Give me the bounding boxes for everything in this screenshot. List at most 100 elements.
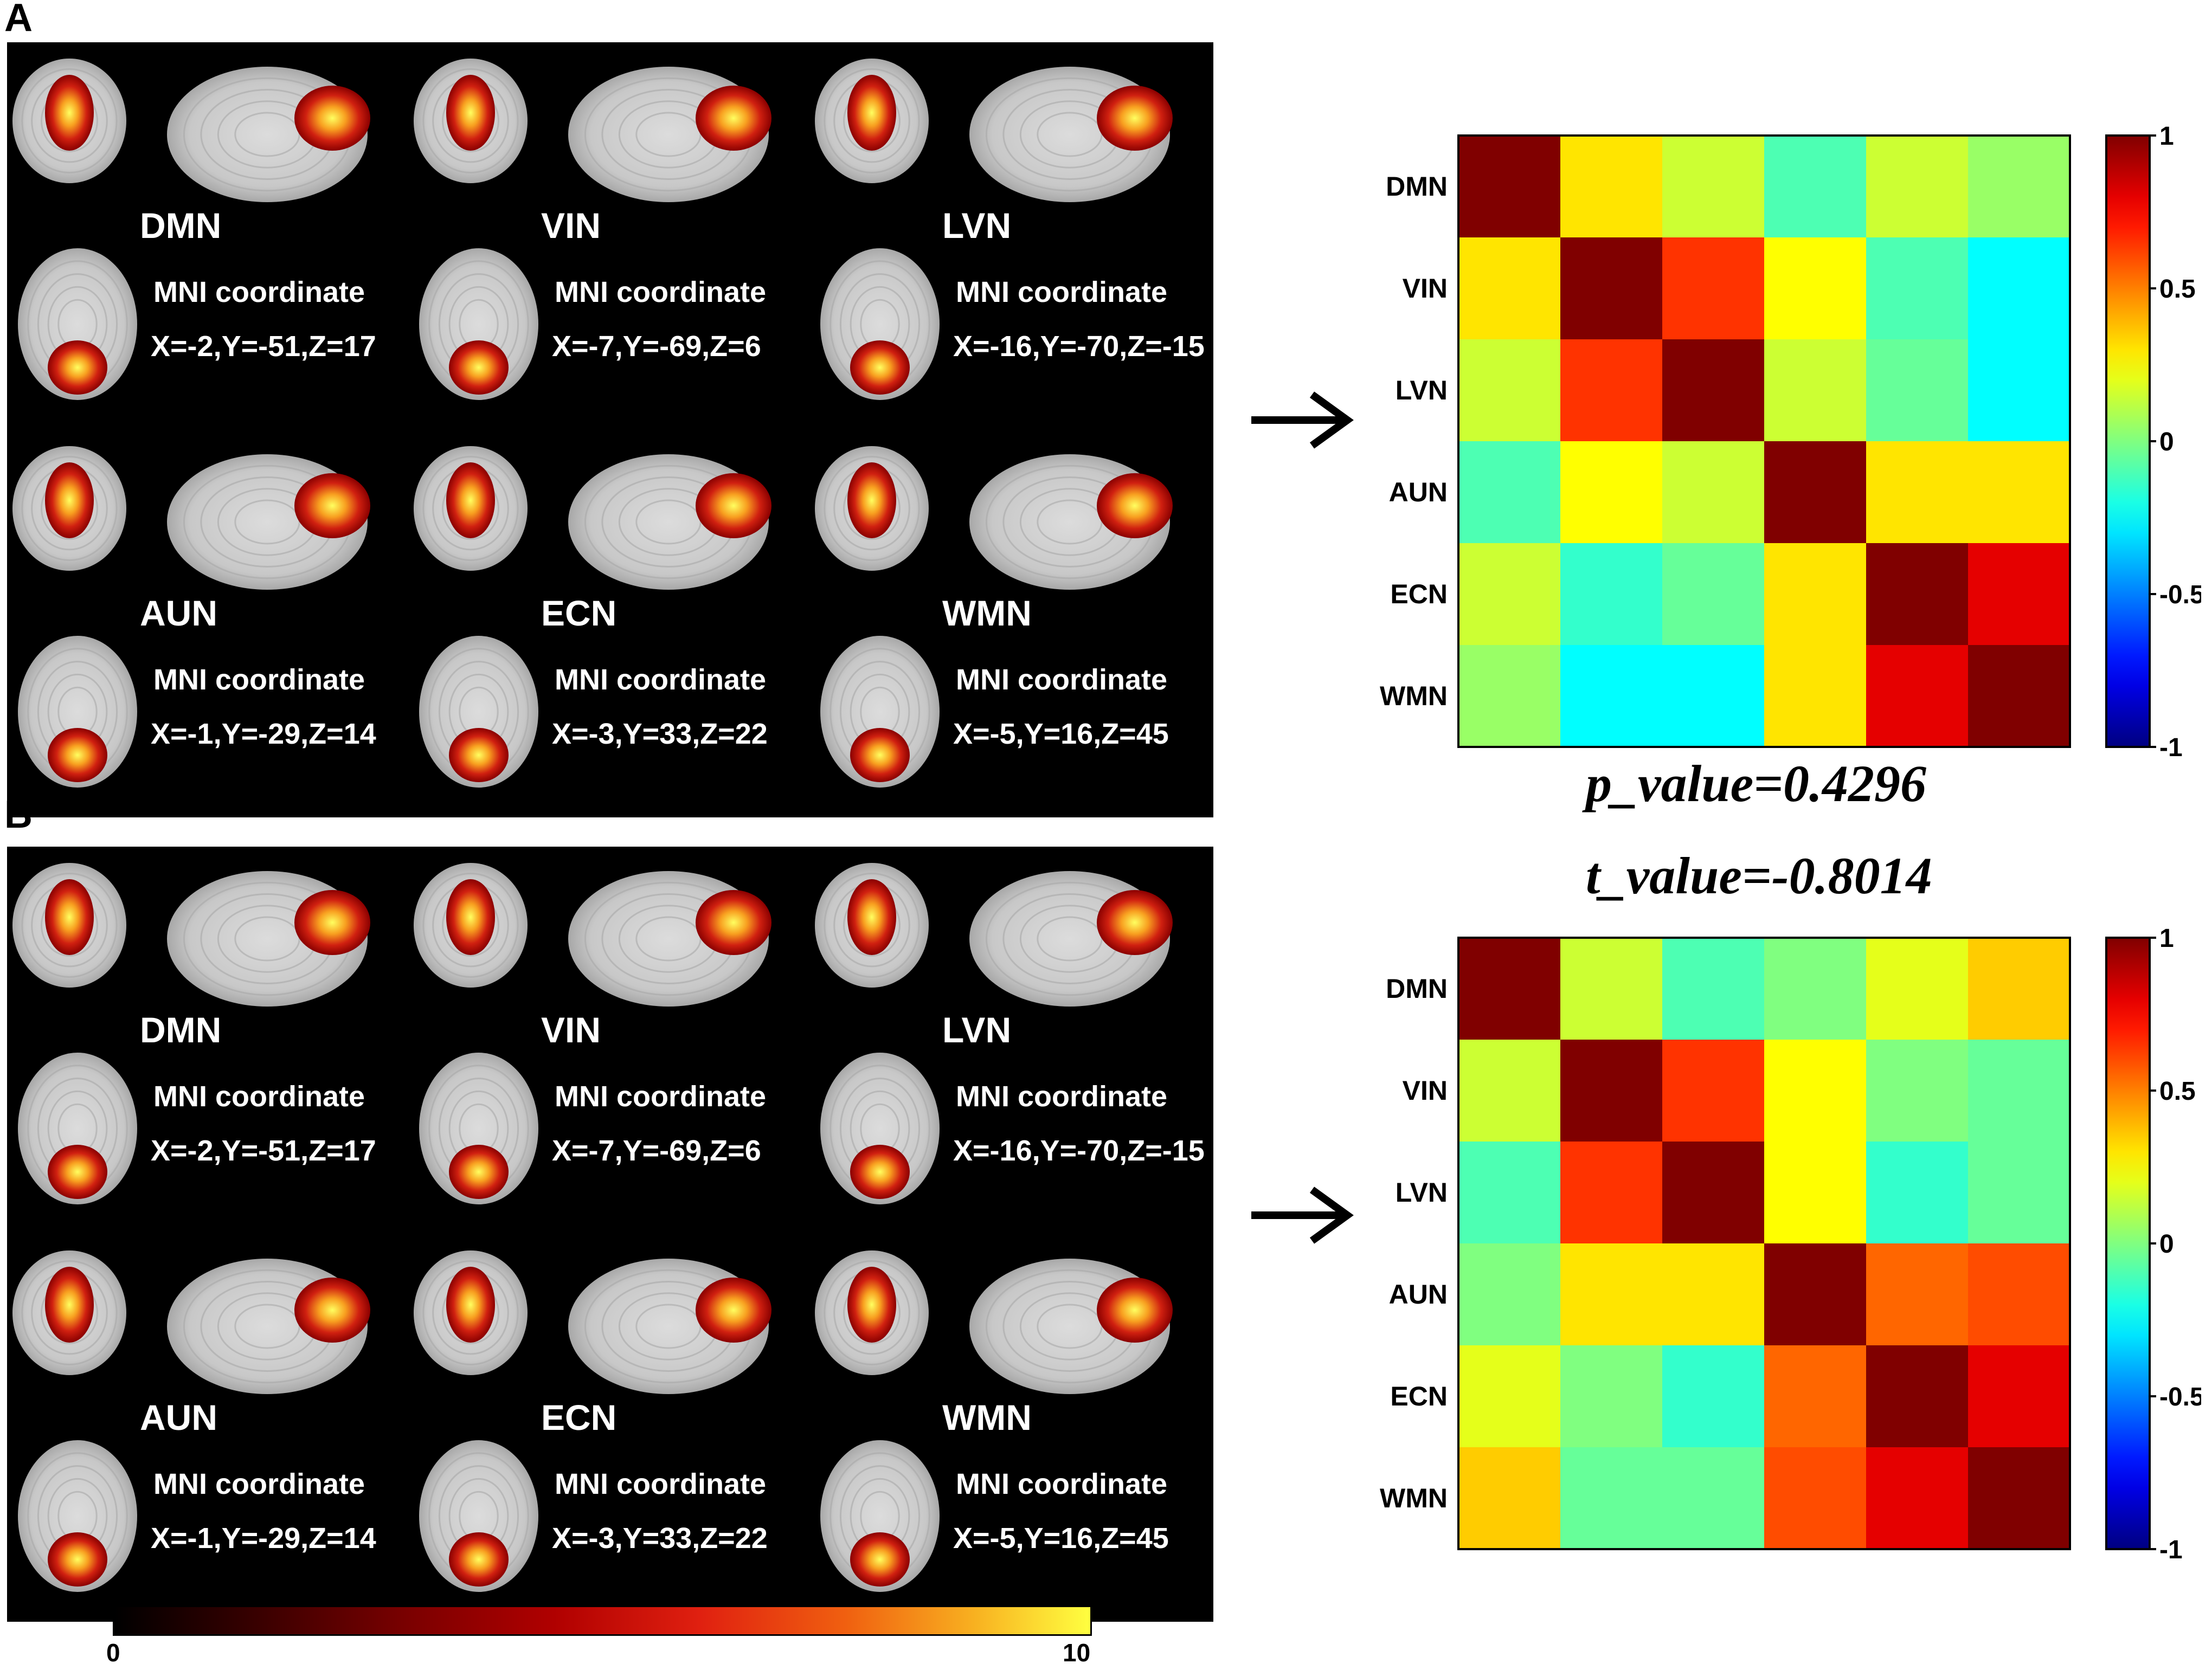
heatmap-cell (1458, 1142, 1560, 1243)
intensity-colorbar-max: 10 (1063, 1639, 1091, 1667)
heatmap-row-label: AUN (1389, 477, 1448, 507)
network-label: AUN (140, 593, 217, 633)
heatmap-cell (1662, 543, 1764, 645)
heatmap-cell (1458, 1345, 1560, 1447)
heatmap-row-label: ECN (1390, 1381, 1448, 1411)
mni-coordinate-value: X=-16,Y=-70,Z=-15 (953, 1134, 1205, 1167)
correlation-matrix-b: DMNDMNVINVINLVNLVNAUNAUNECNECNWMNWMN10.5… (1366, 916, 2204, 1593)
heatmap-cell (1560, 543, 1662, 645)
heatmap-col-label: WMN (1985, 1563, 2053, 1566)
activation-blob (294, 890, 370, 955)
heatmap-cell (1458, 645, 1560, 747)
heatmap-cell (1560, 1040, 1662, 1142)
colorbar-tick-label: 0.5 (2159, 1077, 2196, 1106)
colorbar-tick-label: 1 (2159, 122, 2174, 151)
mni-coordinate-label: MNI coordinate (956, 1080, 1168, 1113)
heatmap-cell (1662, 339, 1764, 441)
activation-blob (847, 879, 896, 955)
panel-letter-a: A (4, 0, 33, 40)
mni-coordinate-label: MNI coordinate (956, 1468, 1168, 1500)
heatmap-row-label: ECN (1390, 579, 1448, 609)
activation-blob (45, 879, 94, 955)
network-label: DMN (140, 205, 222, 246)
heatmap-col-label: DMN (1478, 1563, 1540, 1566)
mni-coordinate-value: X=-7,Y=-69,Z=6 (552, 330, 761, 363)
heatmap-cell (1458, 1447, 1560, 1549)
heatmap-cell (1560, 1345, 1662, 1447)
activation-blob (847, 462, 896, 538)
heatmap-cell (1662, 645, 1764, 747)
heatmap-cell (1866, 136, 1968, 237)
heatmap-cell (1866, 938, 1968, 1040)
activation-blob (45, 1267, 94, 1343)
correlation-matrix-a: DMNDMNVINVINLVNLVNAUNAUNECNECNWMNWMN10.5… (1366, 114, 2204, 791)
heatmap-cell (1764, 645, 1866, 747)
heatmap-cell (1458, 543, 1560, 645)
heatmap-cell (1560, 1142, 1662, 1243)
heatmap-cell (1764, 441, 1866, 543)
heatmap-cell (1662, 1243, 1764, 1345)
heatmap-cell (1458, 441, 1560, 543)
heatmap-cell (1764, 237, 1866, 339)
heatmap-cell (1458, 237, 1560, 339)
heatmap-cell (1458, 938, 1560, 1040)
heatmap-cell (1764, 1345, 1866, 1447)
network-label: LVN (942, 205, 1012, 246)
heatmap-cell (1662, 136, 1764, 237)
heatmap-svg: DMNDMNVINVINLVNLVNAUNAUNECNECNWMNWMN10.5… (1380, 122, 2204, 791)
heatmap-cell (1458, 1040, 1560, 1142)
activation-blob (1097, 473, 1173, 538)
heatmap-cell (1764, 1243, 1866, 1345)
heatmap-cell (1968, 1243, 2070, 1345)
colorbar-tick-label: 0 (2159, 428, 2174, 456)
heatmap-cell (1662, 441, 1764, 543)
heatmap-col-label: VIN (1589, 1563, 1634, 1566)
activation-blob (1097, 86, 1173, 151)
network-label: WMN (942, 1397, 1032, 1437)
activation-blob (48, 1145, 107, 1199)
heatmap-cell (1458, 1243, 1560, 1345)
arrow-right-icon (1251, 391, 1354, 449)
network-label: DMN (140, 1010, 222, 1050)
heatmap-cell (1560, 1243, 1662, 1345)
heatmap-cell (1764, 339, 1866, 441)
mni-coordinate-value: X=-1,Y=-29,Z=14 (151, 1522, 376, 1555)
heatmap-row-label: WMN (1380, 1483, 1448, 1513)
heatmap-cell (1764, 543, 1866, 645)
activation-blob (847, 1267, 896, 1343)
activation-blob (45, 462, 94, 538)
network-label: VIN (541, 1010, 601, 1050)
heatmap-row-label: LVN (1396, 375, 1448, 405)
network-label: AUN (140, 1397, 217, 1437)
heatmap-cell (1968, 237, 2070, 339)
heatmap-cell (1764, 938, 1866, 1040)
activation-blob (294, 86, 370, 151)
heatmap-cell (1968, 938, 2070, 1040)
network-label: ECN (541, 593, 617, 633)
heatmap-cell (1662, 1142, 1764, 1243)
correlation-colorbar (2105, 134, 2151, 748)
mni-coordinate-label: MNI coordinate (555, 663, 767, 696)
activation-blob (294, 473, 370, 538)
mni-coordinate-value: X=-5,Y=16,Z=45 (953, 718, 1169, 750)
activation-blob (850, 728, 910, 782)
intensity-colorbar (113, 1605, 1092, 1636)
heatmap-cell (1764, 1447, 1866, 1549)
heatmap-row-label: WMN (1380, 681, 1448, 711)
colorbar-tick-label: -0.5 (2159, 581, 2201, 609)
heatmap-col-label: WMN (1985, 760, 2053, 764)
heatmap-col-label: LVN (1687, 1563, 1739, 1566)
mni-coordinate-label: MNI coordinate (153, 663, 365, 696)
heatmap-cell (1866, 237, 1968, 339)
heatmap-cell (1968, 136, 2070, 237)
p-value-text: p_value=0.4296 (1586, 755, 1926, 813)
activation-blob (449, 1145, 509, 1199)
mni-coordinate-label: MNI coordinate (153, 1468, 365, 1500)
heatmap-row-label: VIN (1403, 1075, 1448, 1106)
